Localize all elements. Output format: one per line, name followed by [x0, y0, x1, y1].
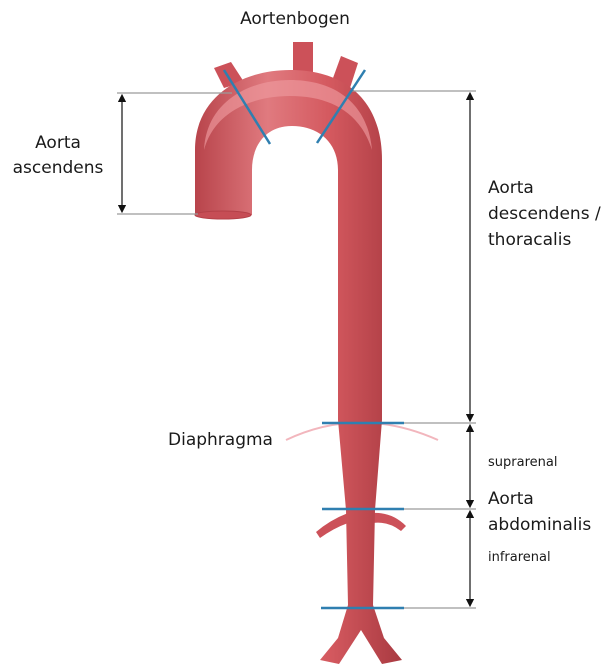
ascendens-opening — [195, 211, 251, 219]
label-descendens-line2: descendens / — [488, 204, 601, 224]
label-ascendens-line1: Aorta — [35, 133, 81, 153]
label-aortenbogen: Aortenbogen — [240, 9, 350, 29]
label-descendens-line3: thoracalis — [488, 230, 571, 250]
label-infrarenal: infrarenal — [488, 550, 551, 565]
label-diaphragma: Diaphragma — [168, 430, 273, 450]
label-descendens-line1: Aorta — [488, 178, 534, 198]
renal-artery-left — [316, 513, 348, 538]
label-abdominalis-line1: Aorta — [488, 489, 534, 509]
renal-artery-right — [373, 513, 406, 531]
aorta-vessel — [195, 70, 402, 664]
label-ascendens-line2: ascendens — [13, 158, 104, 178]
label-suprarenal: suprarenal — [488, 455, 557, 470]
label-abdominalis-line2: abdominalis — [488, 515, 591, 535]
